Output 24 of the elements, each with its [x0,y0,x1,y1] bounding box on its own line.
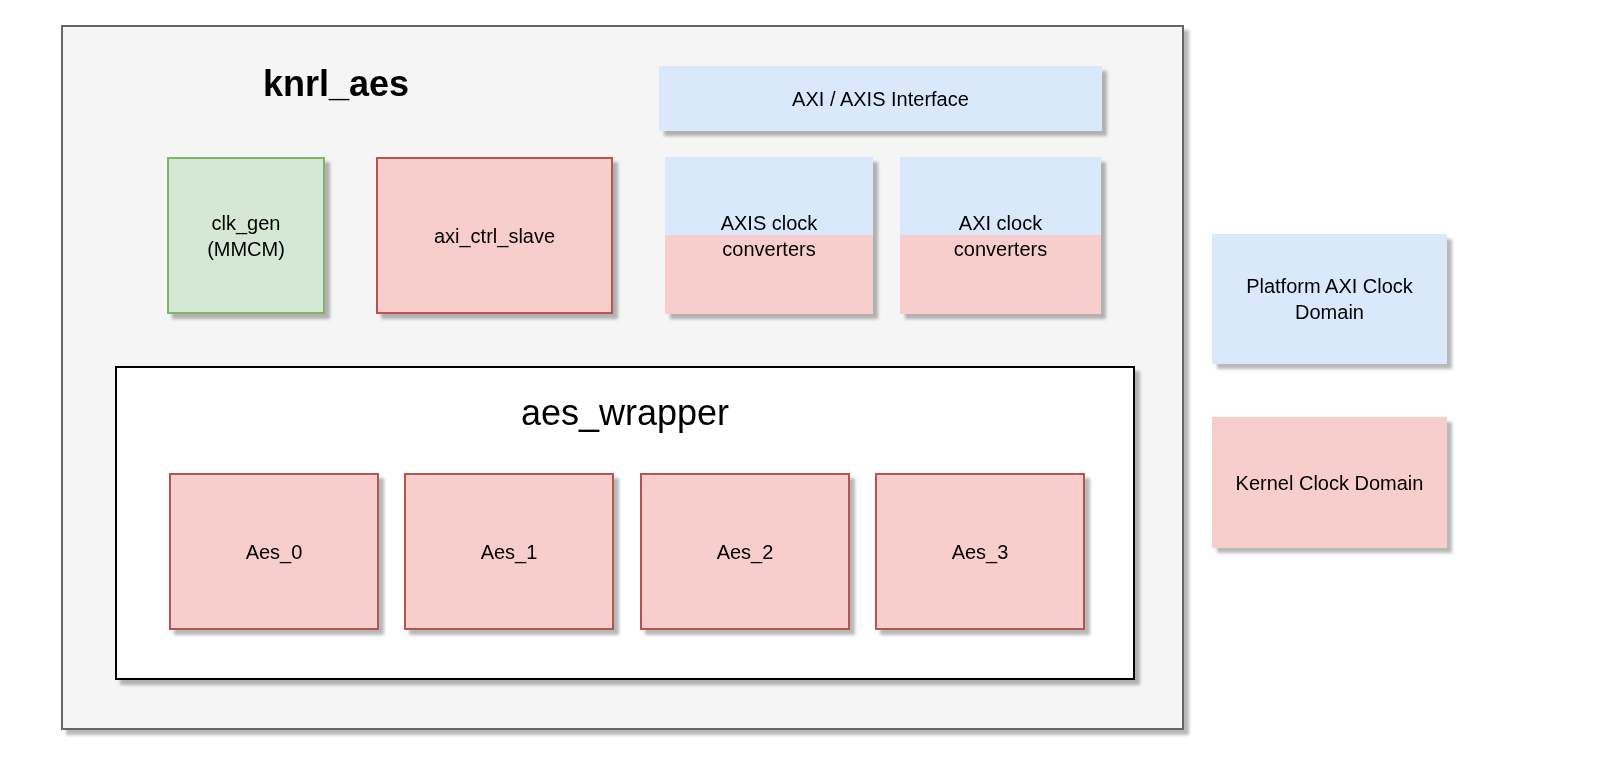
block-label: Aes_0 [245,539,303,565]
legend-text: Kernel Clock Domain [1235,470,1424,496]
kernel-block [404,473,614,630]
block-label: axi_ctrl_slave [433,223,556,249]
block-label: AXIS clock converters [719,210,819,262]
kernel-block [640,473,850,630]
block-label: AXI clock converters [952,210,1049,262]
group-title: aes_wrapper [519,392,731,434]
clock-block [167,157,325,314]
legend-text: Platform AXI Clock Domain [1245,274,1414,325]
block-label: Aes_3 [951,539,1009,565]
interface-box [659,66,1102,131]
converter-block [900,157,1101,314]
converter-block [665,157,873,314]
block-label: AXI / AXIS Interface [792,86,969,112]
wrapper-box [115,366,1135,680]
module-box [61,25,1184,730]
block-label: Aes_1 [480,539,538,565]
kernel-block [875,473,1085,630]
kernel-block [169,473,379,630]
kernel-block [376,157,613,314]
block-label: clk_gen (MMCM) [206,210,286,262]
block-label: Aes_2 [716,539,774,565]
group-title: knrl_aes [263,63,410,105]
